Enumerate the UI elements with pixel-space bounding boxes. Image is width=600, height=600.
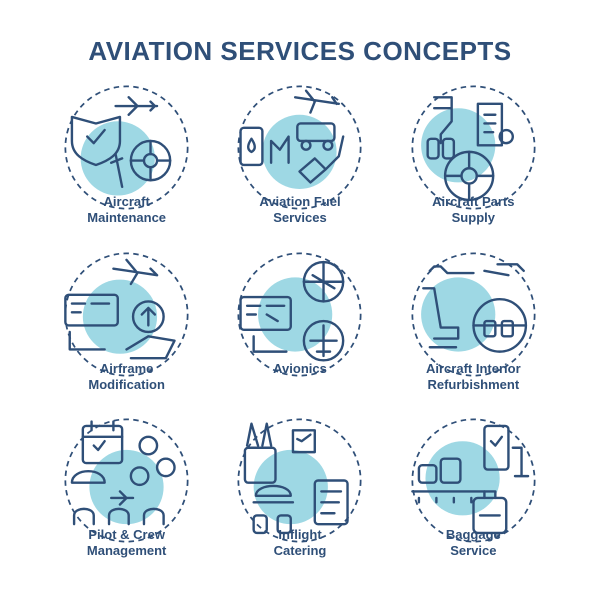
baggage-service-icon [410,418,536,543]
avionics-icon [237,252,362,377]
crew-management-icon [64,418,189,543]
page-title: AVIATION SERVICES CONCEPTS [88,36,512,66]
inflight-catering-icon [237,418,362,543]
airframe-modification-icon [64,252,189,377]
aviation-fuel-icon [237,85,362,210]
concept-avionics: Avionics [213,249,386,416]
aircraft-maintenance-icon [64,85,189,210]
concept-label: Avionics [273,360,327,376]
interior-refurbishment-icon [411,252,536,377]
aircraft-parts-icon [411,85,536,210]
